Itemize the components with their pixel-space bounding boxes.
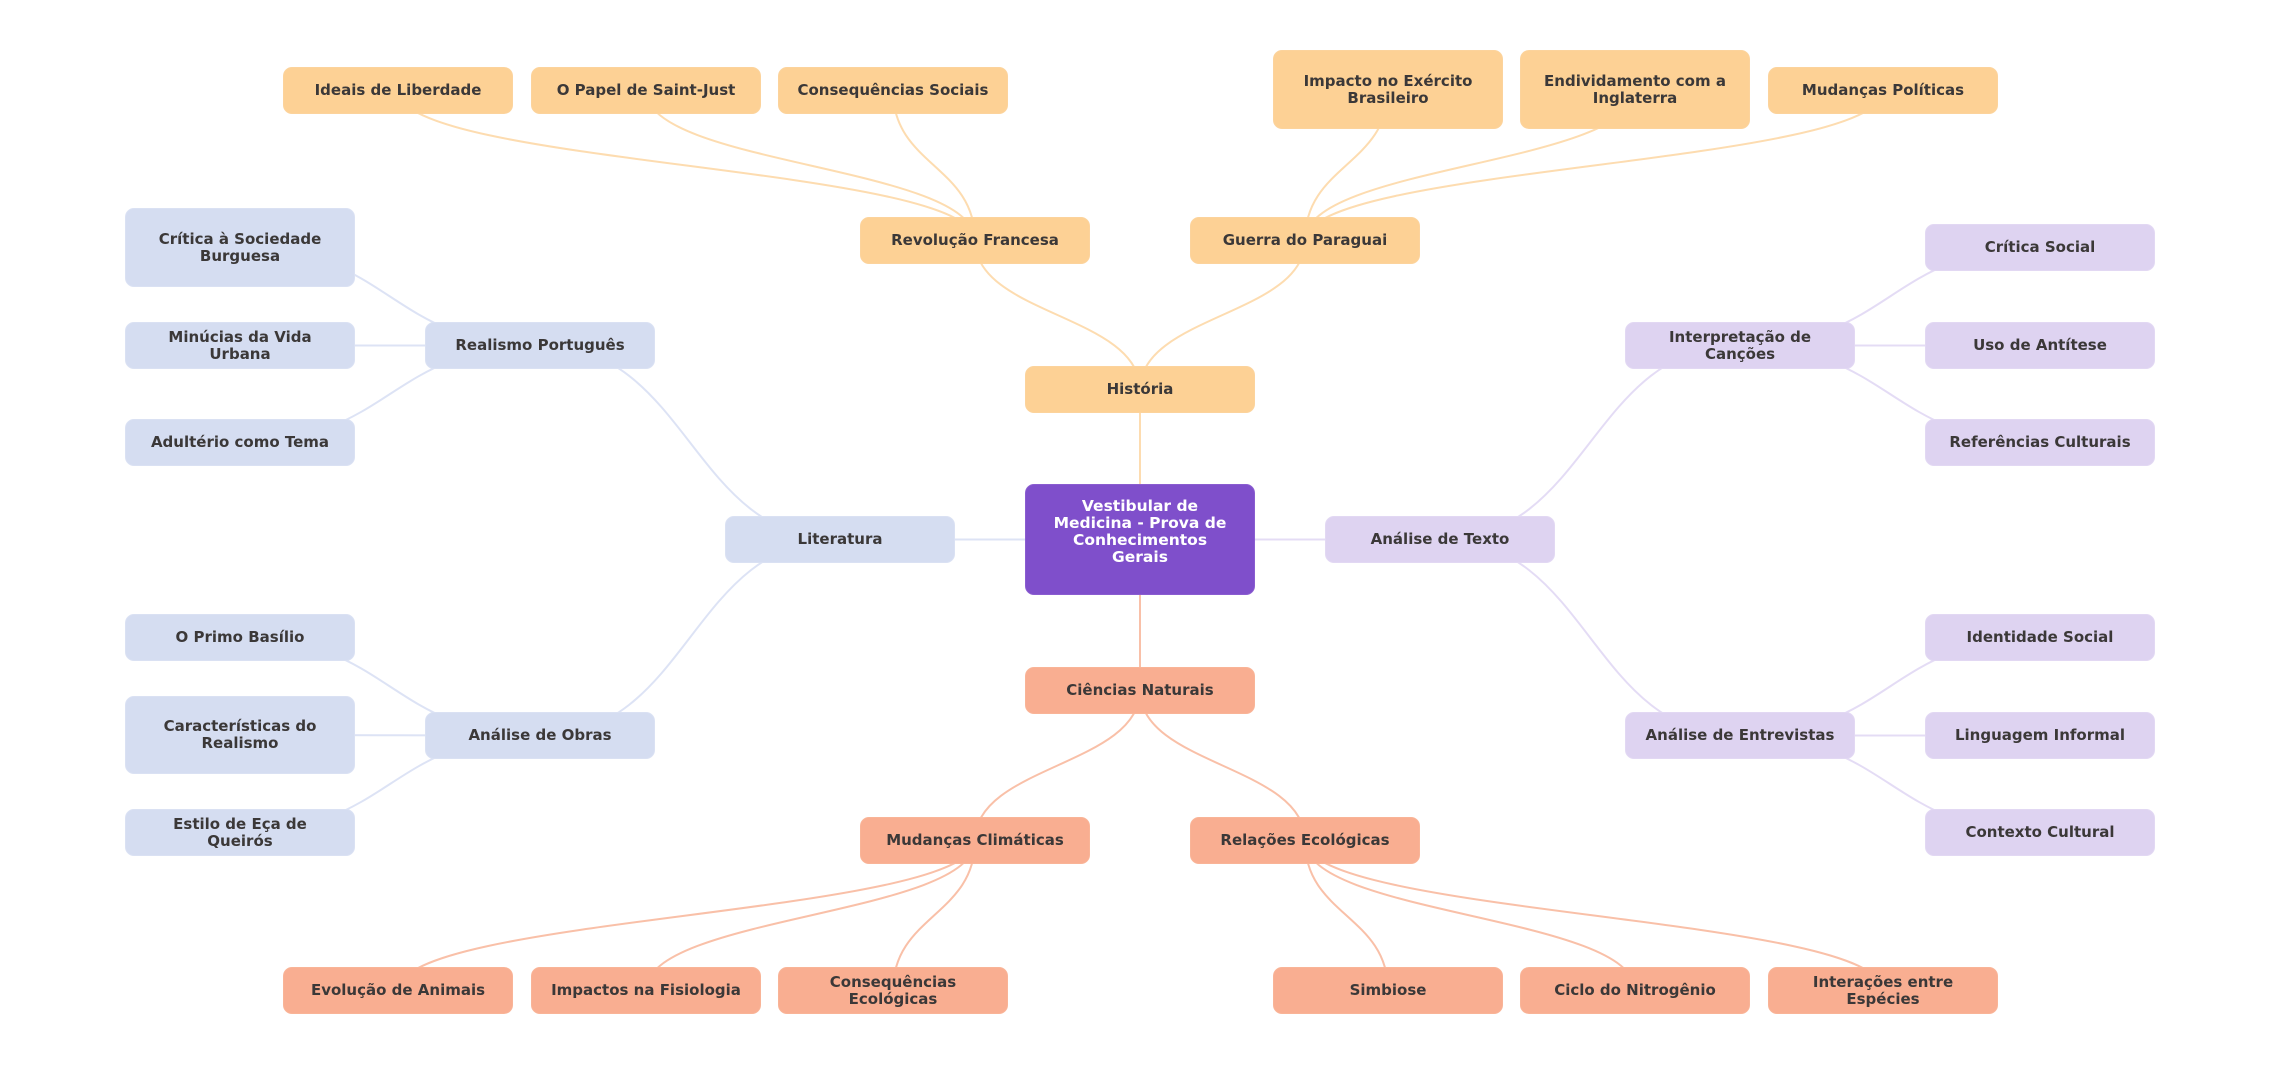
connector-topic-relacoes-ecologicas <box>1139 690 1306 841</box>
leaf-mudancas-politicas[interactable]: Mudanças Políticas <box>1768 67 1998 114</box>
connector-leaf-consequencias-ecologicas <box>892 840 976 991</box>
connector-topic-interpretacao-cancoes <box>1439 344 1741 541</box>
connector-leaf-consequencias-sociais <box>892 90 976 241</box>
branch-analise-de-texto[interactable]: Análise de Texto <box>1325 516 1555 563</box>
leaf-evolucao-de-animais[interactable]: Evolução de Animais <box>283 967 513 1014</box>
leaf-linguagem-informal[interactable]: Linguagem Informal <box>1925 712 2155 759</box>
connector-leaf-interacoes-entre-especies <box>1304 840 1884 991</box>
leaf-papel-saint-just[interactable]: O Papel de Saint-Just <box>531 67 761 114</box>
topic-realismo-portugues[interactable]: Realismo Português <box>425 322 655 369</box>
branch-ciencias-naturais[interactable]: Ciências Naturais <box>1025 667 1255 714</box>
leaf-uso-de-antitese[interactable]: Uso de Antítese <box>1925 322 2155 369</box>
connector-leaf-mudancas-politicas <box>1304 90 1884 241</box>
root-node[interactable]: Vestibular de Medicina - Prova de Conhec… <box>1025 484 1255 595</box>
topic-interpretacao-cancoes[interactable]: Interpretação de Canções <box>1625 322 1855 369</box>
leaf-impacto-exercito[interactable]: Impacto no Exército Brasileiro <box>1273 50 1503 129</box>
connector-leaf-ciclo-do-nitrogenio <box>1304 840 1636 991</box>
leaf-identidade-social[interactable]: Identidade Social <box>1925 614 2155 661</box>
leaf-simbiose[interactable]: Simbiose <box>1273 967 1503 1014</box>
leaf-contexto-cultural[interactable]: Contexto Cultural <box>1925 809 2155 856</box>
branch-historia[interactable]: História <box>1025 366 1255 413</box>
leaf-endividamento-inglaterra[interactable]: Endividamento com a Inglaterra <box>1520 50 1750 129</box>
leaf-ciclo-do-nitrogenio[interactable]: Ciclo do Nitrogênio <box>1520 967 1750 1014</box>
connector-topic-analise-entrevistas <box>1439 538 1741 737</box>
connector-leaf-papel-saint-just <box>645 90 976 241</box>
connector-topic-analise-de-obras <box>539 538 841 737</box>
connector-topic-guerra-do-paraguai <box>1139 240 1306 390</box>
leaf-estilo-eca-de-queiros[interactable]: Estilo de Eça de Queirós <box>125 809 355 856</box>
leaf-minucias-vida-urbana[interactable]: Minúcias da Vida Urbana <box>125 322 355 369</box>
branch-literatura[interactable]: Literatura <box>725 516 955 563</box>
connector-topic-revolucao-francesa <box>974 240 1141 390</box>
connector-topic-realismo-portugues <box>539 344 841 541</box>
leaf-consequencias-sociais[interactable]: Consequências Sociais <box>778 67 1008 114</box>
leaf-critica-sociedade-burguesa[interactable]: Crítica à Sociedade Burguesa <box>125 208 355 287</box>
leaf-caracteristicas-realismo[interactable]: Características do Realismo <box>125 696 355 774</box>
topic-analise-entrevistas[interactable]: Análise de Entrevistas <box>1625 712 1855 759</box>
connector-leaf-ideais-de-liberdade <box>397 90 976 241</box>
connector-leaf-evolucao-de-animais <box>397 840 976 991</box>
topic-mudancas-climaticas[interactable]: Mudanças Climáticas <box>860 817 1090 864</box>
leaf-adulterio-como-tema[interactable]: Adultério como Tema <box>125 419 355 466</box>
leaf-o-primo-basilio[interactable]: O Primo Basílio <box>125 614 355 661</box>
topic-guerra-do-paraguai[interactable]: Guerra do Paraguai <box>1190 217 1420 264</box>
leaf-ideais-de-liberdade[interactable]: Ideais de Liberdade <box>283 67 513 114</box>
topic-revolucao-francesa[interactable]: Revolução Francesa <box>860 217 1090 264</box>
leaf-critica-social[interactable]: Crítica Social <box>1925 224 2155 271</box>
topic-relacoes-ecologicas[interactable]: Relações Ecológicas <box>1190 817 1420 864</box>
leaf-interacoes-entre-especies[interactable]: Interações entre Espécies <box>1768 967 1998 1014</box>
leaf-consequencias-ecologicas[interactable]: Consequências Ecológicas <box>778 967 1008 1014</box>
topic-analise-de-obras[interactable]: Análise de Obras <box>425 712 655 759</box>
connector-leaf-impactos-fisiologia <box>645 840 976 991</box>
leaf-impactos-fisiologia[interactable]: Impactos na Fisiologia <box>531 967 761 1014</box>
connector-leaf-simbiose <box>1304 840 1389 991</box>
connector-topic-mudancas-climaticas <box>974 690 1141 841</box>
leaf-referencias-culturais[interactable]: Referências Culturais <box>1925 419 2155 466</box>
